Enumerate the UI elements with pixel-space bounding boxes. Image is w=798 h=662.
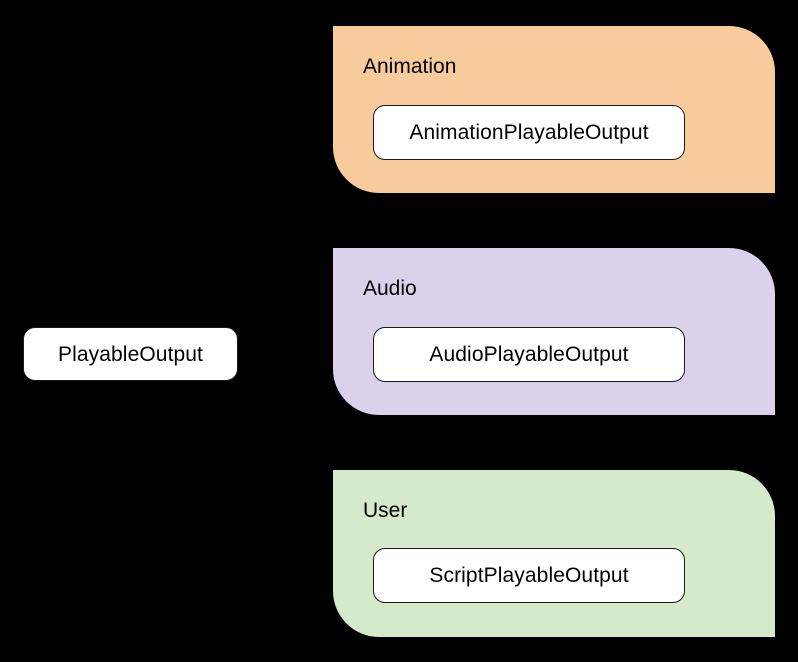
node-scriptplayableoutput[interactable]: ScriptPlayableOutput (373, 548, 685, 603)
node-audioplayableoutput[interactable]: AudioPlayableOutput (373, 327, 685, 382)
node-label: ScriptPlayableOutput (429, 564, 629, 587)
group-label: User (363, 499, 408, 522)
connector-root-to-user (238, 353, 333, 577)
node-playableoutput[interactable]: PlayableOutput (23, 327, 238, 381)
node-label: AnimationPlayableOutput (409, 121, 649, 144)
node-label: PlayableOutput (58, 342, 203, 366)
connector-root-to-animation (238, 131, 333, 355)
node-animationplayableoutput[interactable]: AnimationPlayableOutput (373, 105, 685, 160)
node-label: AudioPlayableOutput (429, 343, 629, 366)
group-label: Audio (363, 277, 417, 300)
group-label: Animation (363, 55, 457, 78)
root-connector-group (238, 131, 333, 577)
